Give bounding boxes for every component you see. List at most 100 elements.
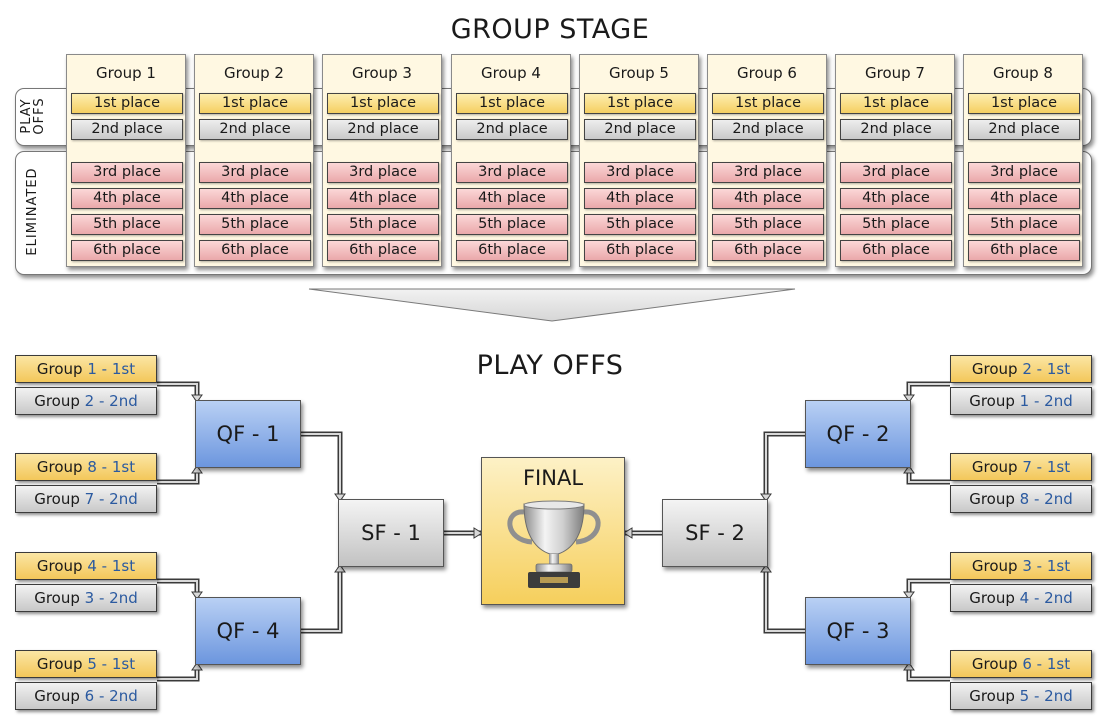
group-stage-title: GROUP STAGE: [450, 14, 650, 45]
team-rank: - 2nd: [1034, 589, 1073, 607]
eliminated-place-cell: 5th place: [840, 214, 952, 235]
eliminated-place-cell: 6th place: [327, 240, 439, 261]
final-box: FINAL: [481, 457, 625, 605]
team-slot: Group 3 - 1st: [950, 552, 1092, 580]
group-name: Group 6: [737, 64, 797, 82]
eliminated-place-cell: 5th place: [327, 214, 439, 235]
eliminated-place-cell: 5th place: [968, 214, 1080, 235]
bracket-arrowhead: [903, 394, 915, 403]
bracket-connector-inner: [765, 567, 805, 632]
group-name: Group 7: [865, 64, 925, 82]
team-slot: Group 7 - 1st: [950, 453, 1092, 481]
team-group-word: Group: [969, 687, 1015, 705]
bracket-arrowhead: [334, 493, 346, 502]
team-group-word: Group: [971, 360, 1018, 378]
eliminated-place-cell: 3rd place: [840, 162, 952, 183]
eliminated-place-cell: 6th place: [968, 240, 1080, 261]
team-group-number: 3: [84, 589, 95, 607]
team-slot: Group 8 - 1st: [15, 453, 157, 481]
second-place-cell: 2nd place: [584, 119, 696, 140]
eliminated-place-cell: 4th place: [840, 188, 952, 209]
bracket-connector: [906, 381, 950, 400]
team-rank: - 2nd: [1034, 687, 1073, 705]
eliminated-place-cell: 6th place: [712, 240, 824, 261]
second-place-cell: 2nd place: [456, 119, 568, 140]
team-group-number: 5: [1019, 687, 1030, 705]
team-group-word: Group: [971, 655, 1018, 673]
first-place-cell: 1st place: [712, 93, 824, 114]
play-offs-title: PLAY OFFS: [476, 350, 624, 381]
team-group-number: 8: [87, 458, 97, 476]
second-place-cell: 2nd place: [712, 119, 824, 140]
bracket-connector: [906, 468, 950, 485]
team-group-word: Group: [971, 557, 1018, 575]
team-rank: - 2nd: [99, 392, 138, 410]
second-place-cell: 2nd place: [71, 119, 183, 140]
team-group-number: 6: [84, 687, 95, 705]
funnel-arrow: [308, 288, 796, 322]
bracket-connector-inner: [301, 433, 341, 499]
group-name: Group 3: [352, 64, 412, 82]
bracket-arrowhead: [191, 465, 203, 474]
team-slot: Group 3 - 2nd: [15, 584, 157, 612]
eliminated-place-cell: 5th place: [199, 214, 311, 235]
team-group-word: Group: [36, 557, 83, 575]
team-group-word: Group: [969, 589, 1015, 607]
team-rank: - 1st: [1036, 458, 1071, 476]
bracket-connector: [157, 381, 200, 400]
team-rank: - 2nd: [1034, 490, 1073, 508]
team-rank: - 1st: [1036, 655, 1071, 673]
group-name: Group 5: [609, 64, 669, 82]
team-slot: Group 4 - 2nd: [950, 584, 1092, 612]
bracket-arrowhead: [623, 527, 633, 539]
team-group-word: Group: [34, 392, 80, 410]
eliminated-place-cell: 3rd place: [968, 162, 1080, 183]
bracket-connector: [763, 567, 805, 634]
eliminated-place-cell: 6th place: [456, 240, 568, 261]
first-place-cell: 1st place: [840, 93, 952, 114]
bracket-arrowhead: [191, 591, 203, 600]
bracket-arrowhead: [903, 465, 915, 474]
team-rank: - 1st: [101, 458, 136, 476]
bracket-connector: [301, 567, 343, 634]
eliminated-place-cell: 3rd place: [199, 162, 311, 183]
team-group-word: Group: [36, 360, 83, 378]
team-group-number: 3: [1022, 557, 1032, 575]
bracket-arrowhead: [334, 564, 346, 573]
team-slot: Group 2 - 2nd: [15, 387, 157, 415]
team-group-number: 5: [87, 655, 97, 673]
quarterfinal-box: QF - 1: [195, 400, 301, 468]
team-group-word: Group: [34, 490, 80, 508]
team-group-word: Group: [34, 687, 80, 705]
team-rank: - 2nd: [99, 490, 138, 508]
quarterfinal-box: QF - 3: [805, 597, 911, 665]
final-label: FINAL: [522, 466, 584, 490]
bracket-arrowhead: [473, 527, 483, 539]
team-slot: Group 1 - 1st: [15, 355, 157, 383]
bracket-arrowhead: [760, 493, 772, 502]
eliminated-place-cell: 4th place: [712, 188, 824, 209]
eliminated-place-cell: 6th place: [71, 240, 183, 261]
group-name: Group 4: [481, 64, 541, 82]
bracket-connector: [157, 665, 200, 682]
team-rank: - 1st: [1036, 557, 1071, 575]
bracket-connector-inner: [301, 567, 341, 632]
team-rank: - 2nd: [99, 687, 138, 705]
eliminated-place-cell: 4th place: [968, 188, 1080, 209]
second-place-cell: 2nd place: [327, 119, 439, 140]
eliminated-place-cell: 4th place: [199, 188, 311, 209]
bracket-arrowhead: [760, 564, 772, 573]
group-name: Group 8: [993, 64, 1053, 82]
team-slot: Group 6 - 1st: [950, 650, 1092, 678]
group-name: Group 1: [96, 64, 156, 82]
first-place-cell: 1st place: [456, 93, 568, 114]
bracket-connector: [763, 431, 805, 499]
eliminated-place-cell: 5th place: [584, 214, 696, 235]
team-rank: - 2nd: [1034, 392, 1073, 410]
eliminated-place-cell: 3rd place: [584, 162, 696, 183]
